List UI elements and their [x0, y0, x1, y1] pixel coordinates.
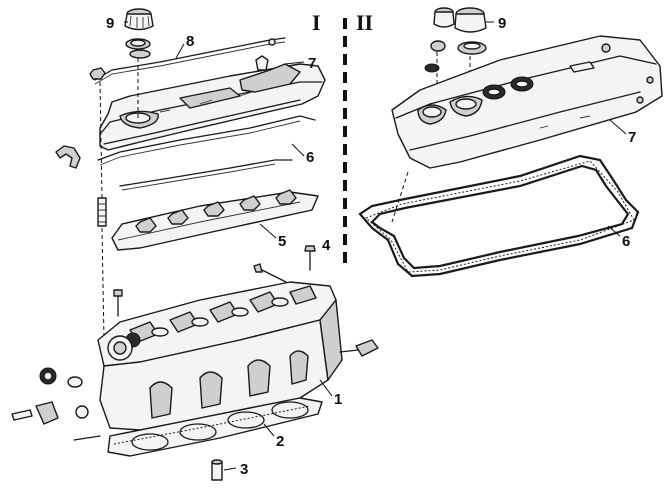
assembly-line-gasket — [391, 171, 409, 223]
leader-6-left — [291, 143, 305, 157]
nut-left — [89, 67, 106, 80]
head-bolt-diagonal — [253, 263, 287, 283]
leader-7-right — [609, 119, 627, 135]
callout-9-left: 9 — [106, 15, 114, 32]
leader-2 — [263, 423, 275, 437]
section-label-left: I — [312, 10, 321, 35]
callout-6-left: 6 — [306, 149, 314, 166]
head-bolt-top — [113, 289, 123, 317]
assembly-line-stud — [99, 81, 103, 199]
leader-3 — [223, 467, 237, 471]
temperature-sensor — [339, 339, 379, 357]
leader-7-left — [284, 61, 305, 65]
leader-6-right — [607, 225, 621, 237]
callout-9-right: 9 — [498, 15, 506, 32]
cylinder-head — [39, 281, 343, 433]
dowel-pin — [211, 459, 223, 481]
section-label-right: II — [356, 10, 373, 35]
callout-4: 4 — [322, 237, 331, 254]
oil-filler-cap-left — [124, 8, 154, 59]
callout-6-right: 6 — [622, 233, 630, 250]
stud-bolt-left — [97, 197, 107, 227]
cover-gasket-right — [358, 154, 640, 278]
cover-gasket-left — [97, 115, 316, 191]
breather-hose — [55, 145, 81, 169]
callout-5: 5 — [278, 233, 286, 250]
cover-seal-strip — [94, 37, 286, 85]
callout-8: 8 — [186, 33, 194, 50]
head-gasket — [107, 397, 323, 457]
leader-1 — [319, 379, 333, 397]
callout-1: 1 — [334, 391, 342, 408]
callout-3: 3 — [240, 461, 248, 478]
bracket-left — [11, 401, 101, 441]
callout-2: 2 — [276, 433, 284, 450]
assembly-line-head — [101, 227, 105, 341]
oil-baffle-plate — [111, 189, 319, 251]
valve-cover-left — [99, 55, 326, 151]
leader-8 — [175, 43, 185, 59]
leader-5 — [259, 223, 277, 239]
bolt-4 — [304, 245, 316, 271]
callout-7-right: 7 — [628, 129, 636, 146]
oil-filler-cap-right — [424, 7, 487, 73]
valve-cover-right — [391, 35, 663, 169]
callout-7-left: 7 — [308, 55, 316, 72]
